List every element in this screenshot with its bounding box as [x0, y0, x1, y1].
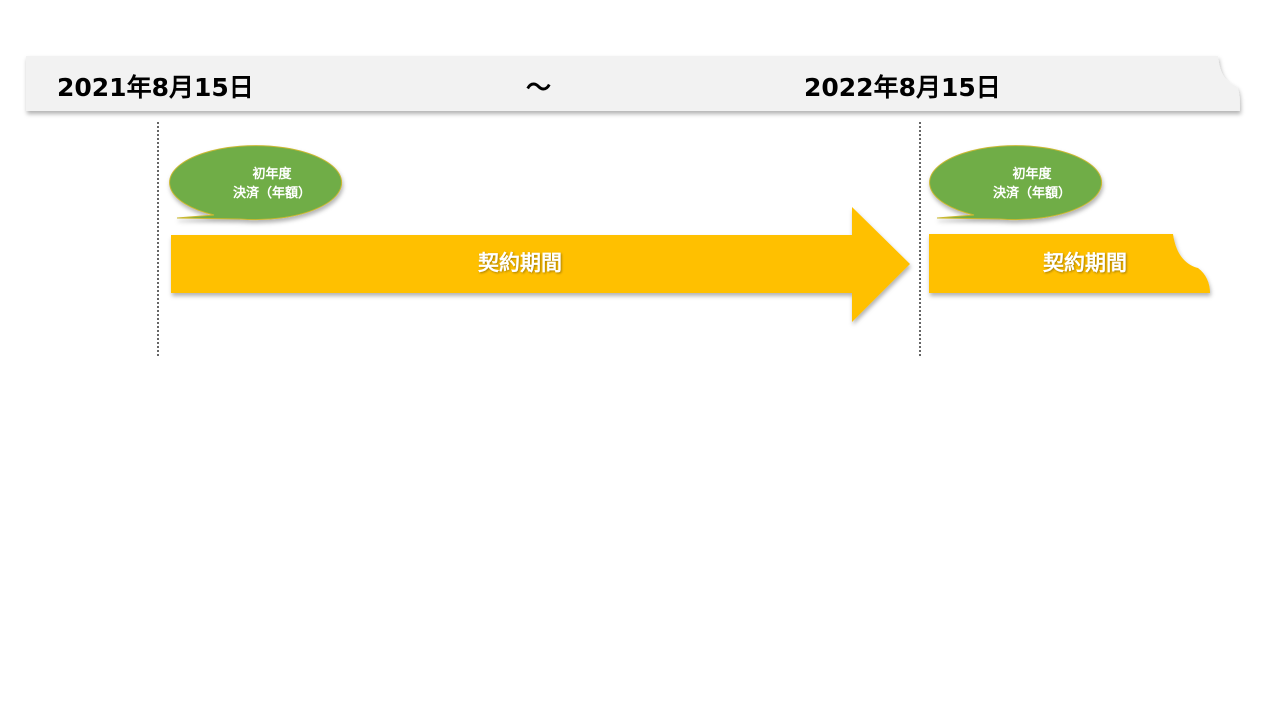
next-contract-period-label: 契約期間	[1043, 251, 1127, 275]
contract-period-label: 契約期間	[478, 251, 562, 275]
bubble-1-line2: 決済（年額）	[232, 186, 311, 201]
bubble-2-text: 初年度 決済（年額）	[962, 165, 1102, 203]
start-date: 2021年8月15日	[57, 73, 254, 102]
bubble-1-text: 初年度 決済（年額）	[202, 165, 342, 203]
next-contract-period-bar	[929, 234, 1210, 293]
bubble-2-line1: 初年度	[1012, 167, 1052, 182]
contract-period-arrow	[171, 207, 910, 322]
bubble-1-line1: 初年度	[252, 167, 292, 182]
end-date: 2022年8月15日	[804, 73, 1001, 102]
payment-bubble-1	[169, 145, 343, 221]
header-bar	[26, 56, 1240, 111]
payment-bubble-2	[929, 145, 1103, 221]
date-separator: ～	[526, 73, 552, 102]
bubble-2-line2: 決済（年額）	[992, 186, 1071, 201]
